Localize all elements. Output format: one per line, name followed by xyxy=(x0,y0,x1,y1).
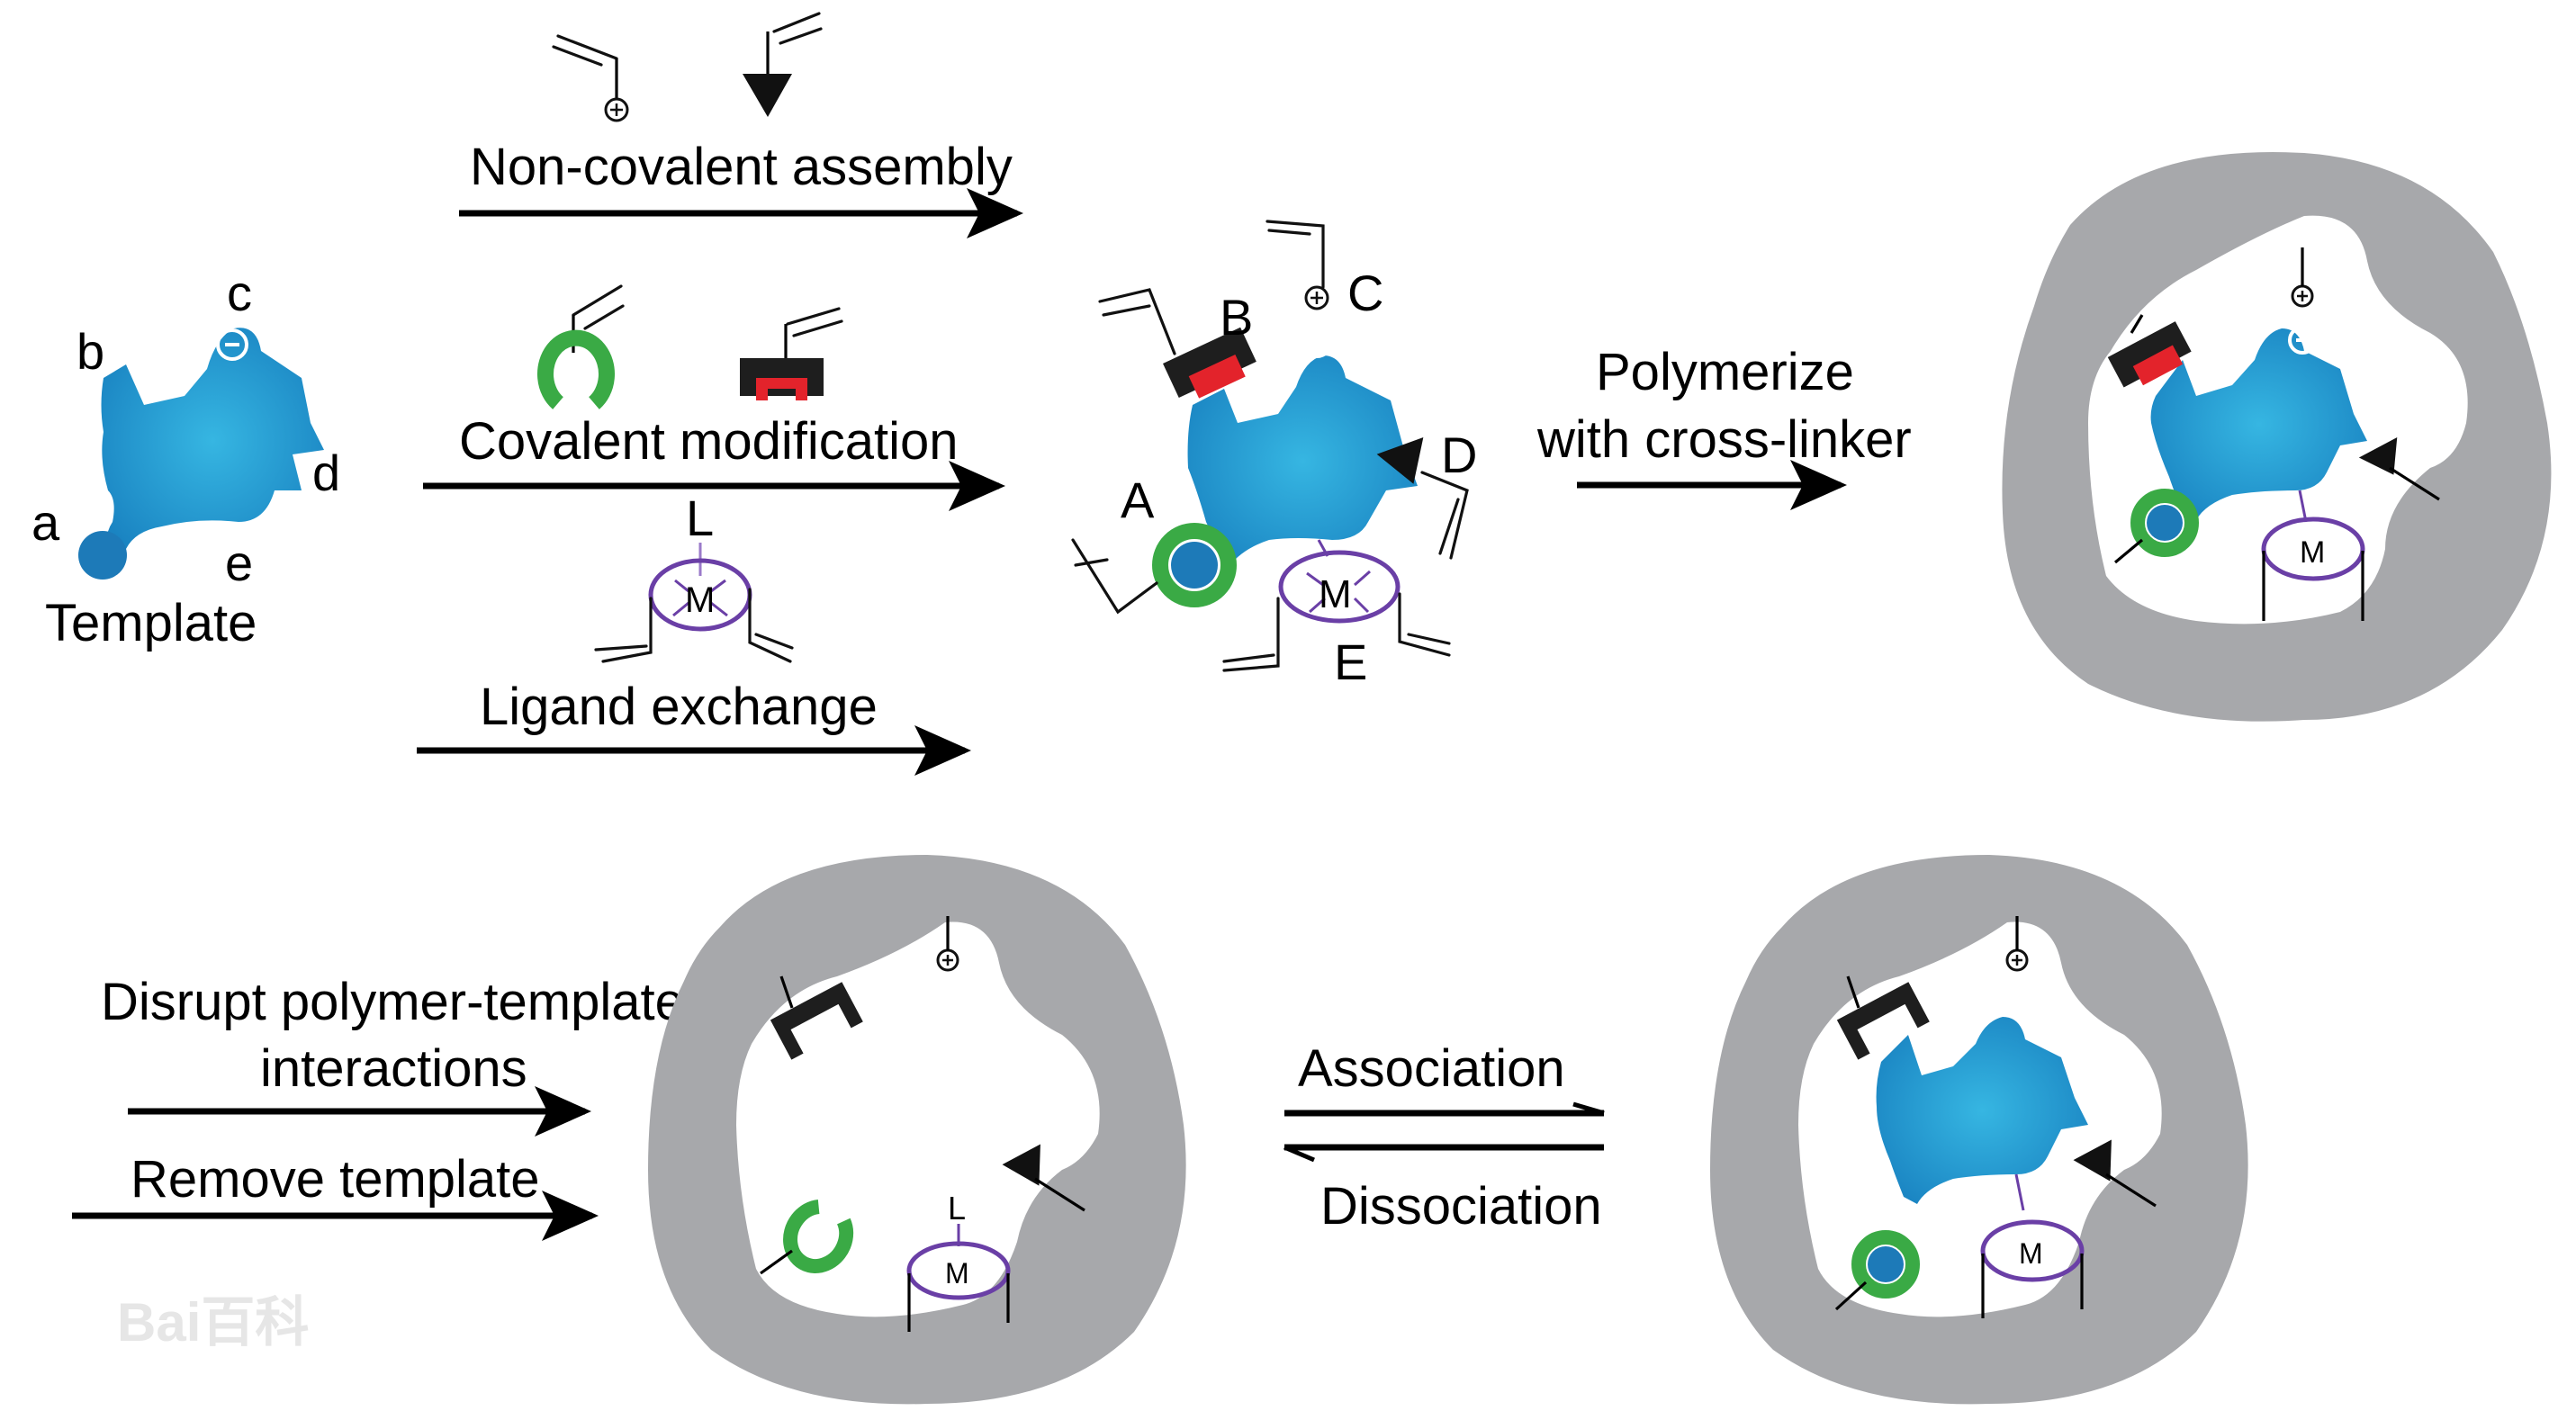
empty-metal-label: M xyxy=(945,1257,969,1290)
polymer-with-template: M xyxy=(2002,152,2552,722)
ligand-label: L xyxy=(686,490,714,546)
polymerize-label-line1: Polymerize xyxy=(1596,343,1854,401)
metal-label: M xyxy=(685,580,715,620)
association-half-head xyxy=(1572,1101,1605,1116)
black-block-icon xyxy=(740,358,824,396)
route-non-covalent-label: Non-covalent assembly xyxy=(470,138,1013,196)
complex-template-body xyxy=(1187,355,1418,567)
complex-metal-label: M xyxy=(1319,572,1352,616)
triangle-icon xyxy=(743,74,792,117)
disrupt-label-line1: Disrupt polymer-template xyxy=(101,973,684,1031)
template-negative-charge-icon xyxy=(216,328,248,361)
positive-charge-icon xyxy=(604,97,629,122)
template-site-c: c xyxy=(227,265,252,321)
template-site-e: e xyxy=(225,535,253,591)
polymer-metal-label: M xyxy=(2300,535,2325,570)
route-ligand-label: Ligand exchange xyxy=(480,678,878,736)
template-site-a-knob xyxy=(78,531,127,580)
triangle-monomer xyxy=(743,12,823,117)
disrupt-label-line2: interactions xyxy=(260,1039,527,1098)
polymerize-label-line2: with cross-linker xyxy=(1536,410,1912,469)
complex-site-A: A xyxy=(1121,472,1155,528)
template-site-d: d xyxy=(312,445,340,501)
rebound-metal-label: M xyxy=(2019,1237,2043,1270)
template-site-b: b xyxy=(77,323,104,380)
association-label: Association xyxy=(1298,1039,1565,1098)
template-label: Template xyxy=(45,594,257,652)
boronate-monomer xyxy=(740,307,843,400)
green-ring-monomer xyxy=(537,284,625,409)
red-insert-icon xyxy=(756,378,807,400)
empty-imprinted-polymer: L M xyxy=(648,855,1186,1405)
template-molecule: a b c d e Template xyxy=(32,265,340,652)
rebound-imprinted-polymer: M xyxy=(1710,855,2248,1405)
empty-boronate-site xyxy=(770,982,863,1060)
cationic-monomer xyxy=(552,34,629,122)
empty-cavity xyxy=(736,921,1100,1317)
template-site-a: a xyxy=(32,494,60,551)
complex-site-E: E xyxy=(1334,634,1367,690)
metal-complex-monomer: L M xyxy=(594,490,794,663)
green-ring-icon xyxy=(537,329,615,409)
dissociation-label: Dissociation xyxy=(1320,1177,1602,1236)
complex-site-B: B xyxy=(1220,289,1253,346)
template-body xyxy=(101,328,324,553)
empty-ligand-label: L xyxy=(948,1190,966,1227)
baidu-watermark: Bai百科 xyxy=(117,1292,309,1353)
dissociation-half-head xyxy=(1283,1145,1315,1163)
route-covalent-label: Covalent modification xyxy=(459,412,959,471)
complex-site-C: C xyxy=(1347,265,1383,321)
pre-polymerization-complex: M A B C D E xyxy=(1071,220,1477,690)
complex-site-D: D xyxy=(1441,427,1477,483)
remove-template-label: Remove template xyxy=(131,1150,540,1209)
